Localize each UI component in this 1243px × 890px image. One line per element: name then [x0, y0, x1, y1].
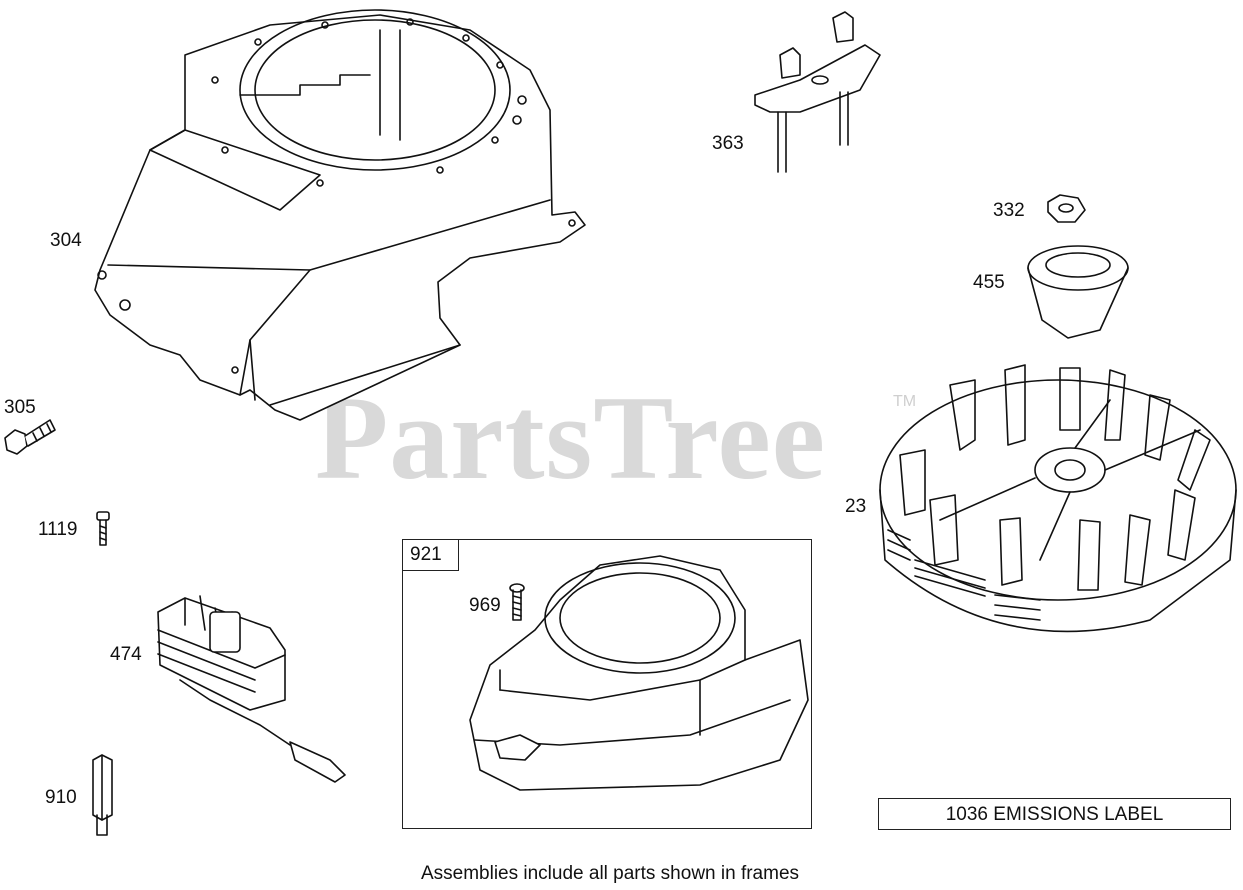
part-label-23[interactable]: 23 [845, 496, 867, 517]
part-label-1119[interactable]: 1119 [38, 519, 78, 540]
part-label-910[interactable]: 910 [45, 787, 77, 808]
nut-icon[interactable] [1047, 194, 1086, 223]
blower-housing-icon[interactable] [94, 9, 586, 421]
screw-icon[interactable] [96, 511, 110, 546]
assembly-frame [402, 539, 812, 829]
part-label-969[interactable]: 969 [469, 595, 501, 616]
flywheel-icon[interactable] [879, 364, 1237, 633]
part-label-363[interactable]: 363 [712, 133, 744, 154]
bracket-icon[interactable] [754, 11, 881, 173]
watermark-trademark: TM [893, 393, 917, 410]
watermark: PartsTree [315, 371, 826, 504]
bolt-icon[interactable] [4, 419, 56, 455]
spacer-icon[interactable] [92, 754, 113, 836]
starter-cup-icon[interactable] [1027, 245, 1129, 339]
armature-icon[interactable] [157, 595, 346, 783]
part-label-455[interactable]: 455 [973, 272, 1005, 293]
blower-housing-icon[interactable] [469, 555, 809, 791]
part-label-474[interactable]: 474 [110, 644, 142, 665]
assembly-frame-tag: 921 [402, 539, 459, 571]
diagram-caption: Assemblies include all parts shown in fr… [420, 863, 800, 884]
emissions-label-box[interactable]: 1036 EMISSIONS LABEL [878, 798, 1231, 830]
part-label-921[interactable]: 921 [410, 544, 442, 565]
part-label-304[interactable]: 304 [50, 230, 82, 251]
part-label-305[interactable]: 305 [4, 397, 36, 418]
screw-icon[interactable] [509, 583, 525, 621]
part-label-332[interactable]: 332 [993, 200, 1025, 221]
